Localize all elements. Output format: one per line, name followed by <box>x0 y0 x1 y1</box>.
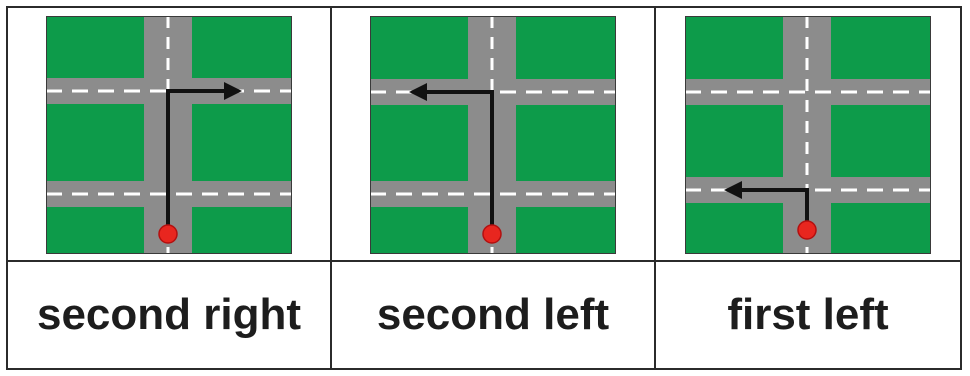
map-second-left <box>370 16 616 254</box>
direction-label: first left <box>656 262 960 368</box>
street-map <box>370 16 616 254</box>
direction-label: second left <box>332 262 654 368</box>
label-cell-2: second left <box>332 262 656 368</box>
start-dot <box>483 225 501 243</box>
map-first-left <box>685 16 931 254</box>
start-dot <box>159 225 177 243</box>
label-cell-1: second right <box>8 262 332 368</box>
map-cell-1 <box>8 8 332 262</box>
street-map <box>46 16 292 254</box>
map-second-right <box>46 16 292 254</box>
start-dot <box>798 221 816 239</box>
map-cell-3 <box>656 8 960 262</box>
label-cell-3: first left <box>656 262 960 368</box>
direction-cards-table: second right second left first left <box>6 6 962 370</box>
map-cell-2 <box>332 8 656 262</box>
direction-label: second right <box>8 262 330 368</box>
street-map <box>685 16 931 254</box>
